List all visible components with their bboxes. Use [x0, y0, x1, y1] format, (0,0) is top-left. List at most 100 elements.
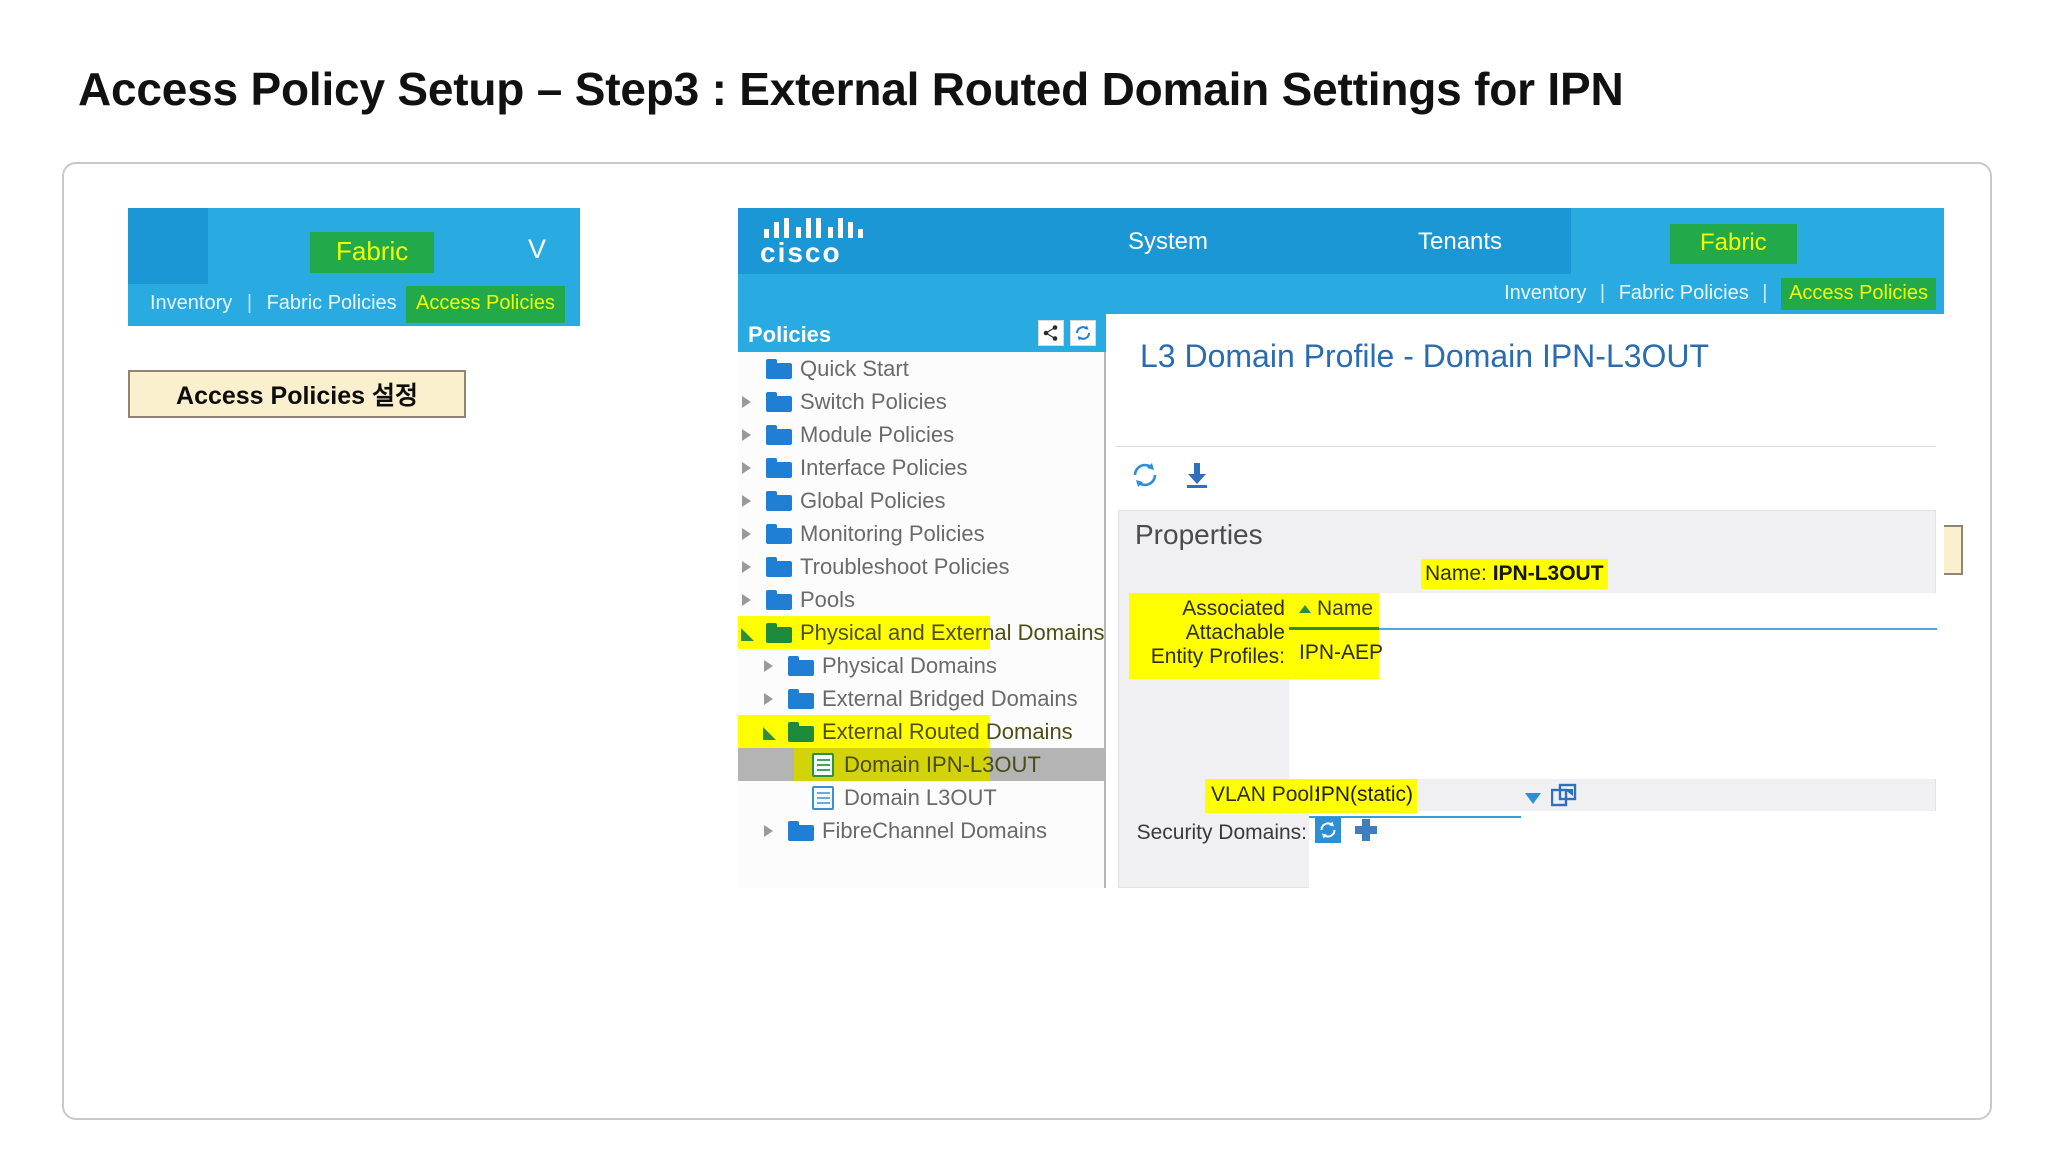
- share-icon[interactable]: [1038, 320, 1064, 346]
- apic-crumb-fabric-policies[interactable]: Fabric Policies: [1618, 282, 1749, 304]
- left-nav-tab-partial[interactable]: V: [528, 234, 547, 264]
- tree-item-module-policies[interactable]: Module Policies: [738, 418, 1106, 451]
- tree-item-label: External Bridged Domains: [822, 685, 1078, 711]
- apic-menu-tenants[interactable]: Tenants: [1418, 228, 1503, 255]
- document-icon: [812, 753, 834, 777]
- chevron-right-icon[interactable]: [742, 593, 751, 606]
- chevron-right-icon[interactable]: [764, 824, 773, 837]
- folder-icon: [788, 821, 814, 841]
- left-nav-breadcrumb: Inventory | Fabric Policies |: [150, 292, 425, 315]
- apic-crumb-sep-1: |: [1599, 282, 1606, 304]
- apic-menu-system[interactable]: System: [1128, 228, 1209, 255]
- tree-item-label: Global Policies: [800, 487, 946, 513]
- folder-icon: [788, 722, 814, 742]
- tree-item-label: Quick Start: [800, 355, 909, 381]
- apic-crumb-access-policies[interactable]: Access Policies: [1781, 278, 1936, 310]
- add-icon[interactable]: [1355, 819, 1377, 841]
- chevron-right-icon[interactable]: [742, 428, 751, 441]
- folder-icon: [766, 590, 792, 610]
- tree-item-label: Pools: [800, 586, 856, 612]
- aaep-row[interactable]: IPN-AEP: [1299, 641, 1384, 664]
- chevron-down-icon[interactable]: [763, 727, 776, 740]
- tree-item-global-policies[interactable]: Global Policies: [738, 484, 1106, 517]
- aaep-label-line2: Entity Profiles:: [1150, 645, 1285, 668]
- chevron-down-icon[interactable]: [741, 628, 754, 641]
- tree-item-domain-ipn-l3out[interactable]: Domain IPN-L3OUT: [738, 748, 1106, 781]
- vlan-pool-underline: [1309, 816, 1521, 818]
- left-nav-crumb-inventory[interactable]: Inventory: [150, 292, 233, 314]
- apic-menu-fabric[interactable]: Fabric: [1670, 224, 1797, 264]
- chevron-right-icon[interactable]: [764, 659, 773, 672]
- tree-item-external-bridged-domains[interactable]: External Bridged Domains: [738, 682, 1106, 715]
- chevron-right-icon[interactable]: [764, 692, 773, 705]
- tree-item-label: Interface Policies: [800, 454, 968, 480]
- aaep-label-highlight: [1129, 593, 1289, 679]
- tree-item-external-routed-domains[interactable]: External Routed Domains: [738, 715, 1073, 748]
- left-nav-crumb-sep-1: |: [246, 292, 253, 314]
- tree-item-interface-policies[interactable]: Interface Policies: [738, 451, 1106, 484]
- chevron-right-icon[interactable]: [742, 560, 751, 573]
- chevron-right-icon[interactable]: [742, 527, 751, 540]
- cisco-bars-icon: [764, 218, 868, 238]
- detail-panel-title: L3 Domain Profile - Domain IPN-L3OUT: [1140, 338, 1710, 374]
- apic-crumb-sep-2: |: [1762, 282, 1768, 304]
- refresh-icon[interactable]: [1070, 320, 1096, 346]
- properties-title: Properties: [1135, 519, 1263, 550]
- folder-icon: [766, 623, 792, 643]
- chevron-down-icon[interactable]: [1525, 793, 1541, 804]
- detail-toolbar: [1130, 460, 1212, 495]
- apic-crumb-inventory[interactable]: Inventory: [1504, 282, 1587, 304]
- policies-tree-panel: Policies: [738, 314, 1106, 888]
- folder-icon: [788, 656, 814, 676]
- tree-item-domain-l3out[interactable]: Domain L3OUT: [738, 781, 1106, 814]
- apic-breadcrumb-row: [738, 274, 1944, 314]
- aaep-column-header[interactable]: Name: [1299, 597, 1373, 621]
- document-icon: [812, 786, 834, 810]
- download-icon[interactable]: [1182, 460, 1212, 495]
- left-nav-logo-block: [128, 208, 208, 284]
- chevron-right-icon[interactable]: [742, 494, 751, 507]
- refresh-icon[interactable]: [1315, 817, 1341, 843]
- field-name-label: Name:: [1425, 562, 1487, 585]
- tree-item-quick-start[interactable]: Quick Start: [738, 352, 1106, 385]
- security-domains-label: Security Domains:: [1136, 821, 1307, 844]
- field-name-row: Name: IPN-L3OUT: [1421, 559, 1608, 589]
- chevron-right-icon[interactable]: [742, 395, 751, 408]
- cisco-wordmark: cisco: [760, 237, 842, 268]
- tree-item-label: FibreChannel Domains: [822, 817, 1047, 843]
- policies-tree-header-icons: [1038, 320, 1096, 346]
- tree-item-switch-policies[interactable]: Switch Policies: [738, 385, 1106, 418]
- tree-item-troubleshoot-policies[interactable]: Troubleshoot Policies: [738, 550, 1106, 583]
- folder-icon: [766, 425, 792, 445]
- tree-item-fibrechannel-domains[interactable]: FibreChannel Domains: [738, 814, 1106, 847]
- aaep-header-underline-ext: [1379, 628, 1937, 630]
- vlan-pool-value[interactable]: IPN(static): [1315, 783, 1414, 806]
- sort-ascending-icon: [1299, 605, 1311, 613]
- chevron-right-icon[interactable]: [742, 461, 751, 474]
- open-external-icon[interactable]: [1550, 783, 1577, 814]
- policies-tree-title: Policies: [748, 322, 832, 347]
- page-title: Access Policy Setup – Step3 : External R…: [78, 63, 1624, 115]
- left-nav-crumb-access-policies[interactable]: Access Policies: [406, 286, 565, 323]
- refresh-icon[interactable]: [1130, 460, 1160, 495]
- vlan-pool-highlight: [1205, 779, 1417, 813]
- security-domains-controls: [1315, 817, 1377, 843]
- callout-access-policies: Access Policies 설정: [128, 370, 466, 418]
- cisco-logo: cisco: [760, 218, 880, 268]
- left-nav-fragment: Fabric V Inventory | Fabric Policies | A…: [128, 208, 580, 326]
- detail-panel: L3 Domain Profile - Domain IPN-L3OUT: [1108, 314, 1944, 888]
- apic-window: cisco System Tenants Fabric Inventory | …: [738, 208, 1944, 888]
- tree-item-label: External Routed Domains: [822, 718, 1073, 744]
- left-nav-crumb-fabric-policies[interactable]: Fabric Policies: [266, 292, 397, 314]
- folder-icon: [766, 392, 792, 412]
- vlan-pool-label: VLAN Pool:: [1211, 783, 1320, 806]
- tree-item-label: Domain IPN-L3OUT: [844, 751, 1041, 777]
- tree-item-monitoring-policies[interactable]: Monitoring Policies: [738, 517, 1106, 550]
- tree-item-label: Monitoring Policies: [800, 520, 985, 546]
- tree-item-physical-and-external-domains[interactable]: Physical and External Domains: [738, 616, 1104, 649]
- left-nav-tab-fabric[interactable]: Fabric: [310, 232, 435, 273]
- tree-item-pools[interactable]: Pools: [738, 583, 1106, 616]
- aaep-label: Associated Attachable Entity Profiles:: [1133, 597, 1285, 669]
- tree-item-physical-domains[interactable]: Physical Domains: [738, 649, 1106, 682]
